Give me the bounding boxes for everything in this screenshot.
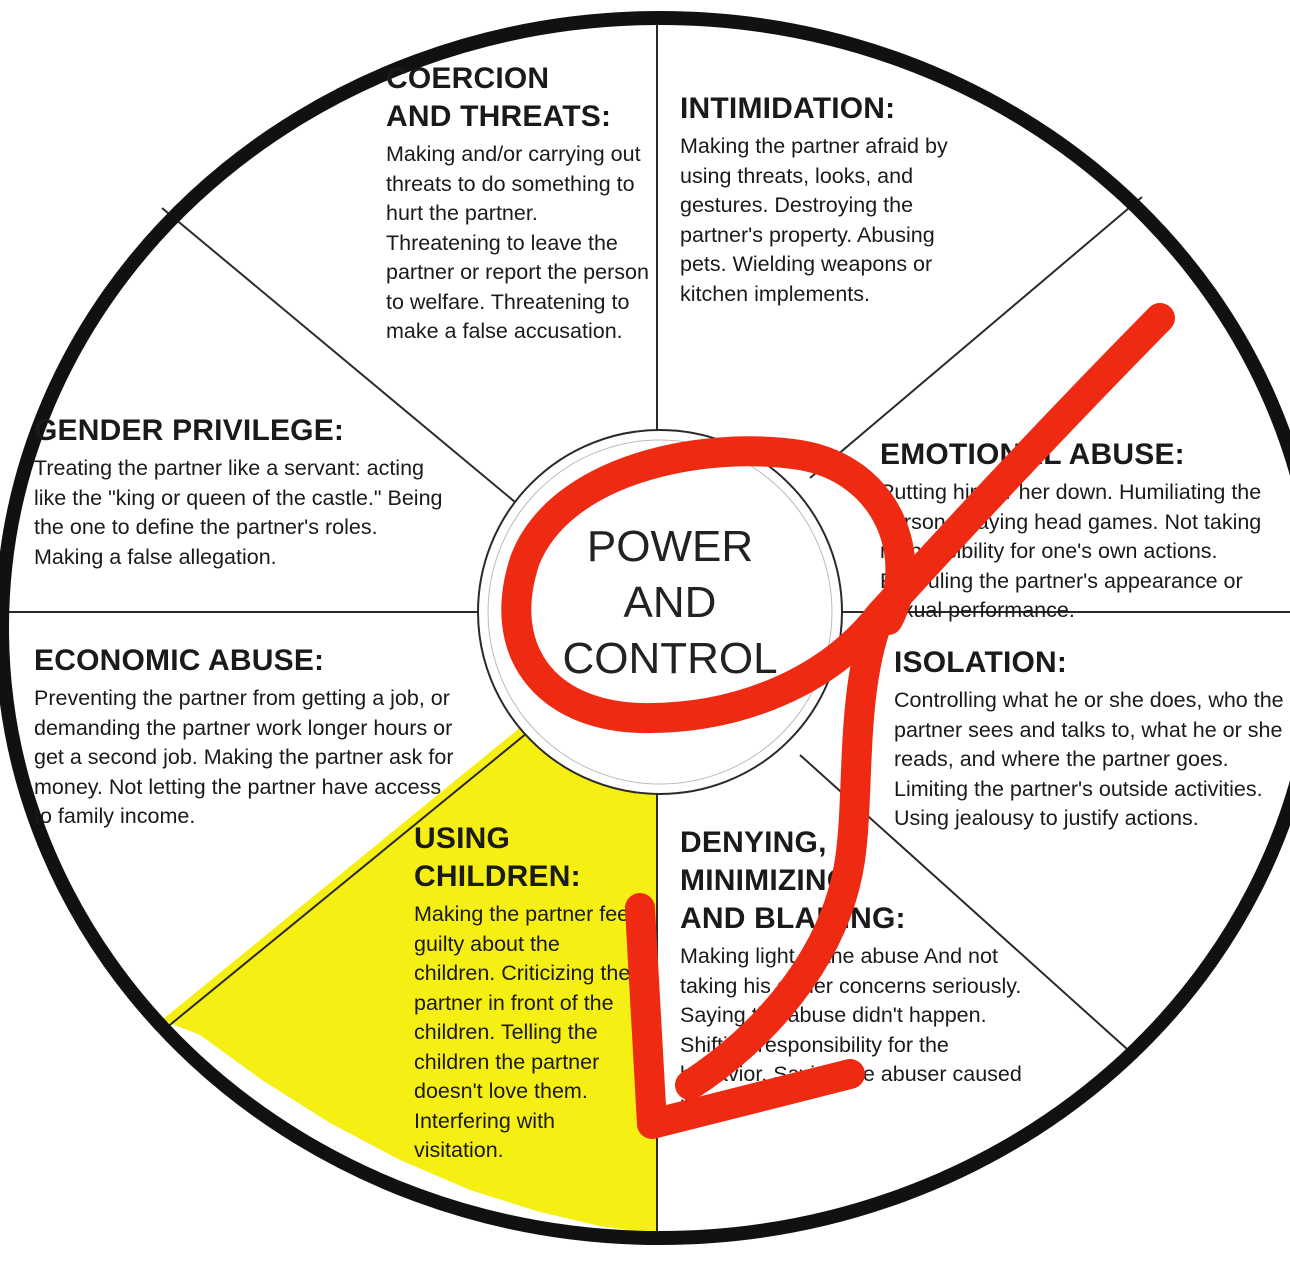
outer-ring	[0, 11, 1290, 1245]
segment-text: Preventing the partner from getting a jo…	[34, 686, 454, 828]
center-label-line-2: AND	[623, 578, 717, 627]
segment-economic-abuse: ECONOMIC ABUSE: Preventing the partner f…	[34, 642, 464, 832]
segment-title: GENDER PRIVILEGE:	[34, 414, 345, 447]
segment-intimidation: INTIMIDATION: Making the partner afraid …	[680, 90, 980, 309]
segment-text: Making and/or carrying out threats to do…	[386, 142, 649, 343]
segment-title: USING CHILDREN:	[414, 822, 581, 893]
center-label: POWER AND CONTROL	[520, 519, 820, 687]
segment-title: INTIMIDATION:	[680, 92, 896, 125]
segment-coercion-threats: COERCION AND THREATS: Making and/or carr…	[386, 60, 654, 347]
segment-text: Treating the partner like a servant: act…	[34, 456, 443, 569]
segment-title: DENYING, MINIMIZING, AND BLAMING:	[680, 826, 906, 935]
segment-using-children: USING CHILDREN: Making the partner feel …	[414, 820, 646, 1166]
segment-title: COERCION AND THREATS:	[386, 62, 612, 133]
segment-text: Putting him or her down. Humiliating the…	[880, 480, 1262, 622]
segment-text: Making the partner afraid by using threa…	[680, 134, 948, 306]
segment-text: Making the partner feel guilty about the…	[414, 902, 634, 1162]
center-label-line-1: POWER	[586, 522, 754, 571]
segment-emotional-abuse: EMOTIONAL ABUSE: Putting him or her down…	[880, 436, 1290, 626]
highlighted-wedge-children	[162, 615, 658, 1232]
segment-denying-minimizing-blaming: DENYING, MINIMIZING, AND BLAMING: Making…	[680, 824, 1040, 1119]
segment-text: Making light of the abuse And not taking…	[680, 944, 1022, 1116]
segment-title: ECONOMIC ABUSE:	[34, 644, 325, 677]
segment-title: ISOLATION:	[894, 646, 1068, 679]
center-label-line-3: CONTROL	[562, 634, 778, 683]
segment-isolation: ISOLATION: Controlling what he or she do…	[894, 644, 1290, 834]
segment-title: EMOTIONAL ABUSE:	[880, 438, 1185, 471]
segment-gender-privilege: GENDER PRIVILEGE: Treating the partner l…	[34, 412, 444, 572]
segment-text: Controlling what he or she does, who the…	[894, 688, 1284, 830]
